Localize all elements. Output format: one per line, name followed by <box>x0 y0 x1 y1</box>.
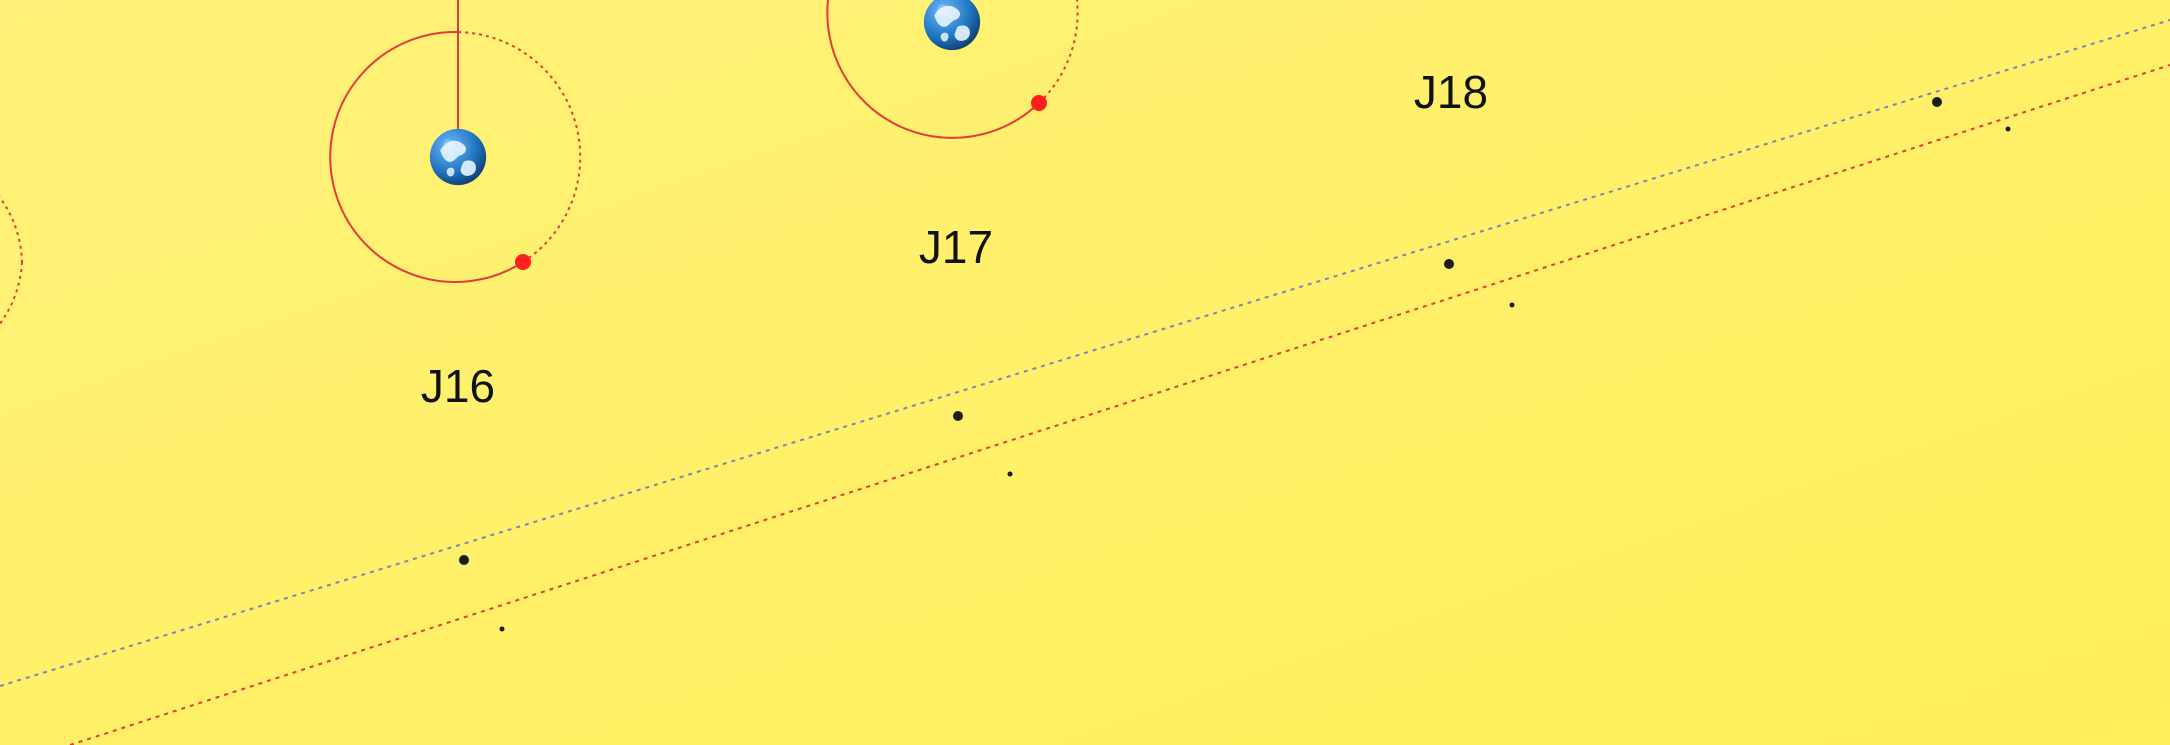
orbit-j17-dashed-arc <box>1038 0 1079 104</box>
black-dot-icon <box>1444 259 1454 269</box>
black-dot-icon <box>953 411 963 421</box>
black-dot-icon <box>1007 471 1013 477</box>
red-trajectory-line <box>69 64 2170 745</box>
orbit-j17-solid-arc <box>826 0 1040 139</box>
black-dot-icon <box>459 555 469 565</box>
orbit-j16-solid-arc <box>329 30 524 283</box>
red-dot-icon <box>515 254 531 270</box>
blue-path-markers <box>459 97 1942 565</box>
label-j18: J18 <box>1414 66 1488 118</box>
red-path-markers <box>499 126 2011 632</box>
orbit-j17 <box>826 0 1079 139</box>
red-dot-icon <box>1031 95 1047 111</box>
black-dot-icon <box>499 626 505 632</box>
black-dot-icon <box>2005 126 2011 132</box>
label-j17: J17 <box>919 221 993 273</box>
earth-globe-icon <box>429 128 487 186</box>
label-j16: J16 <box>421 360 495 412</box>
orbit-j16 <box>329 0 582 283</box>
black-dot-icon <box>1932 97 1942 107</box>
blue-trajectory-line <box>0 19 2170 687</box>
left-partial-orbit <box>0 196 23 326</box>
black-dot-icon <box>1509 302 1515 308</box>
